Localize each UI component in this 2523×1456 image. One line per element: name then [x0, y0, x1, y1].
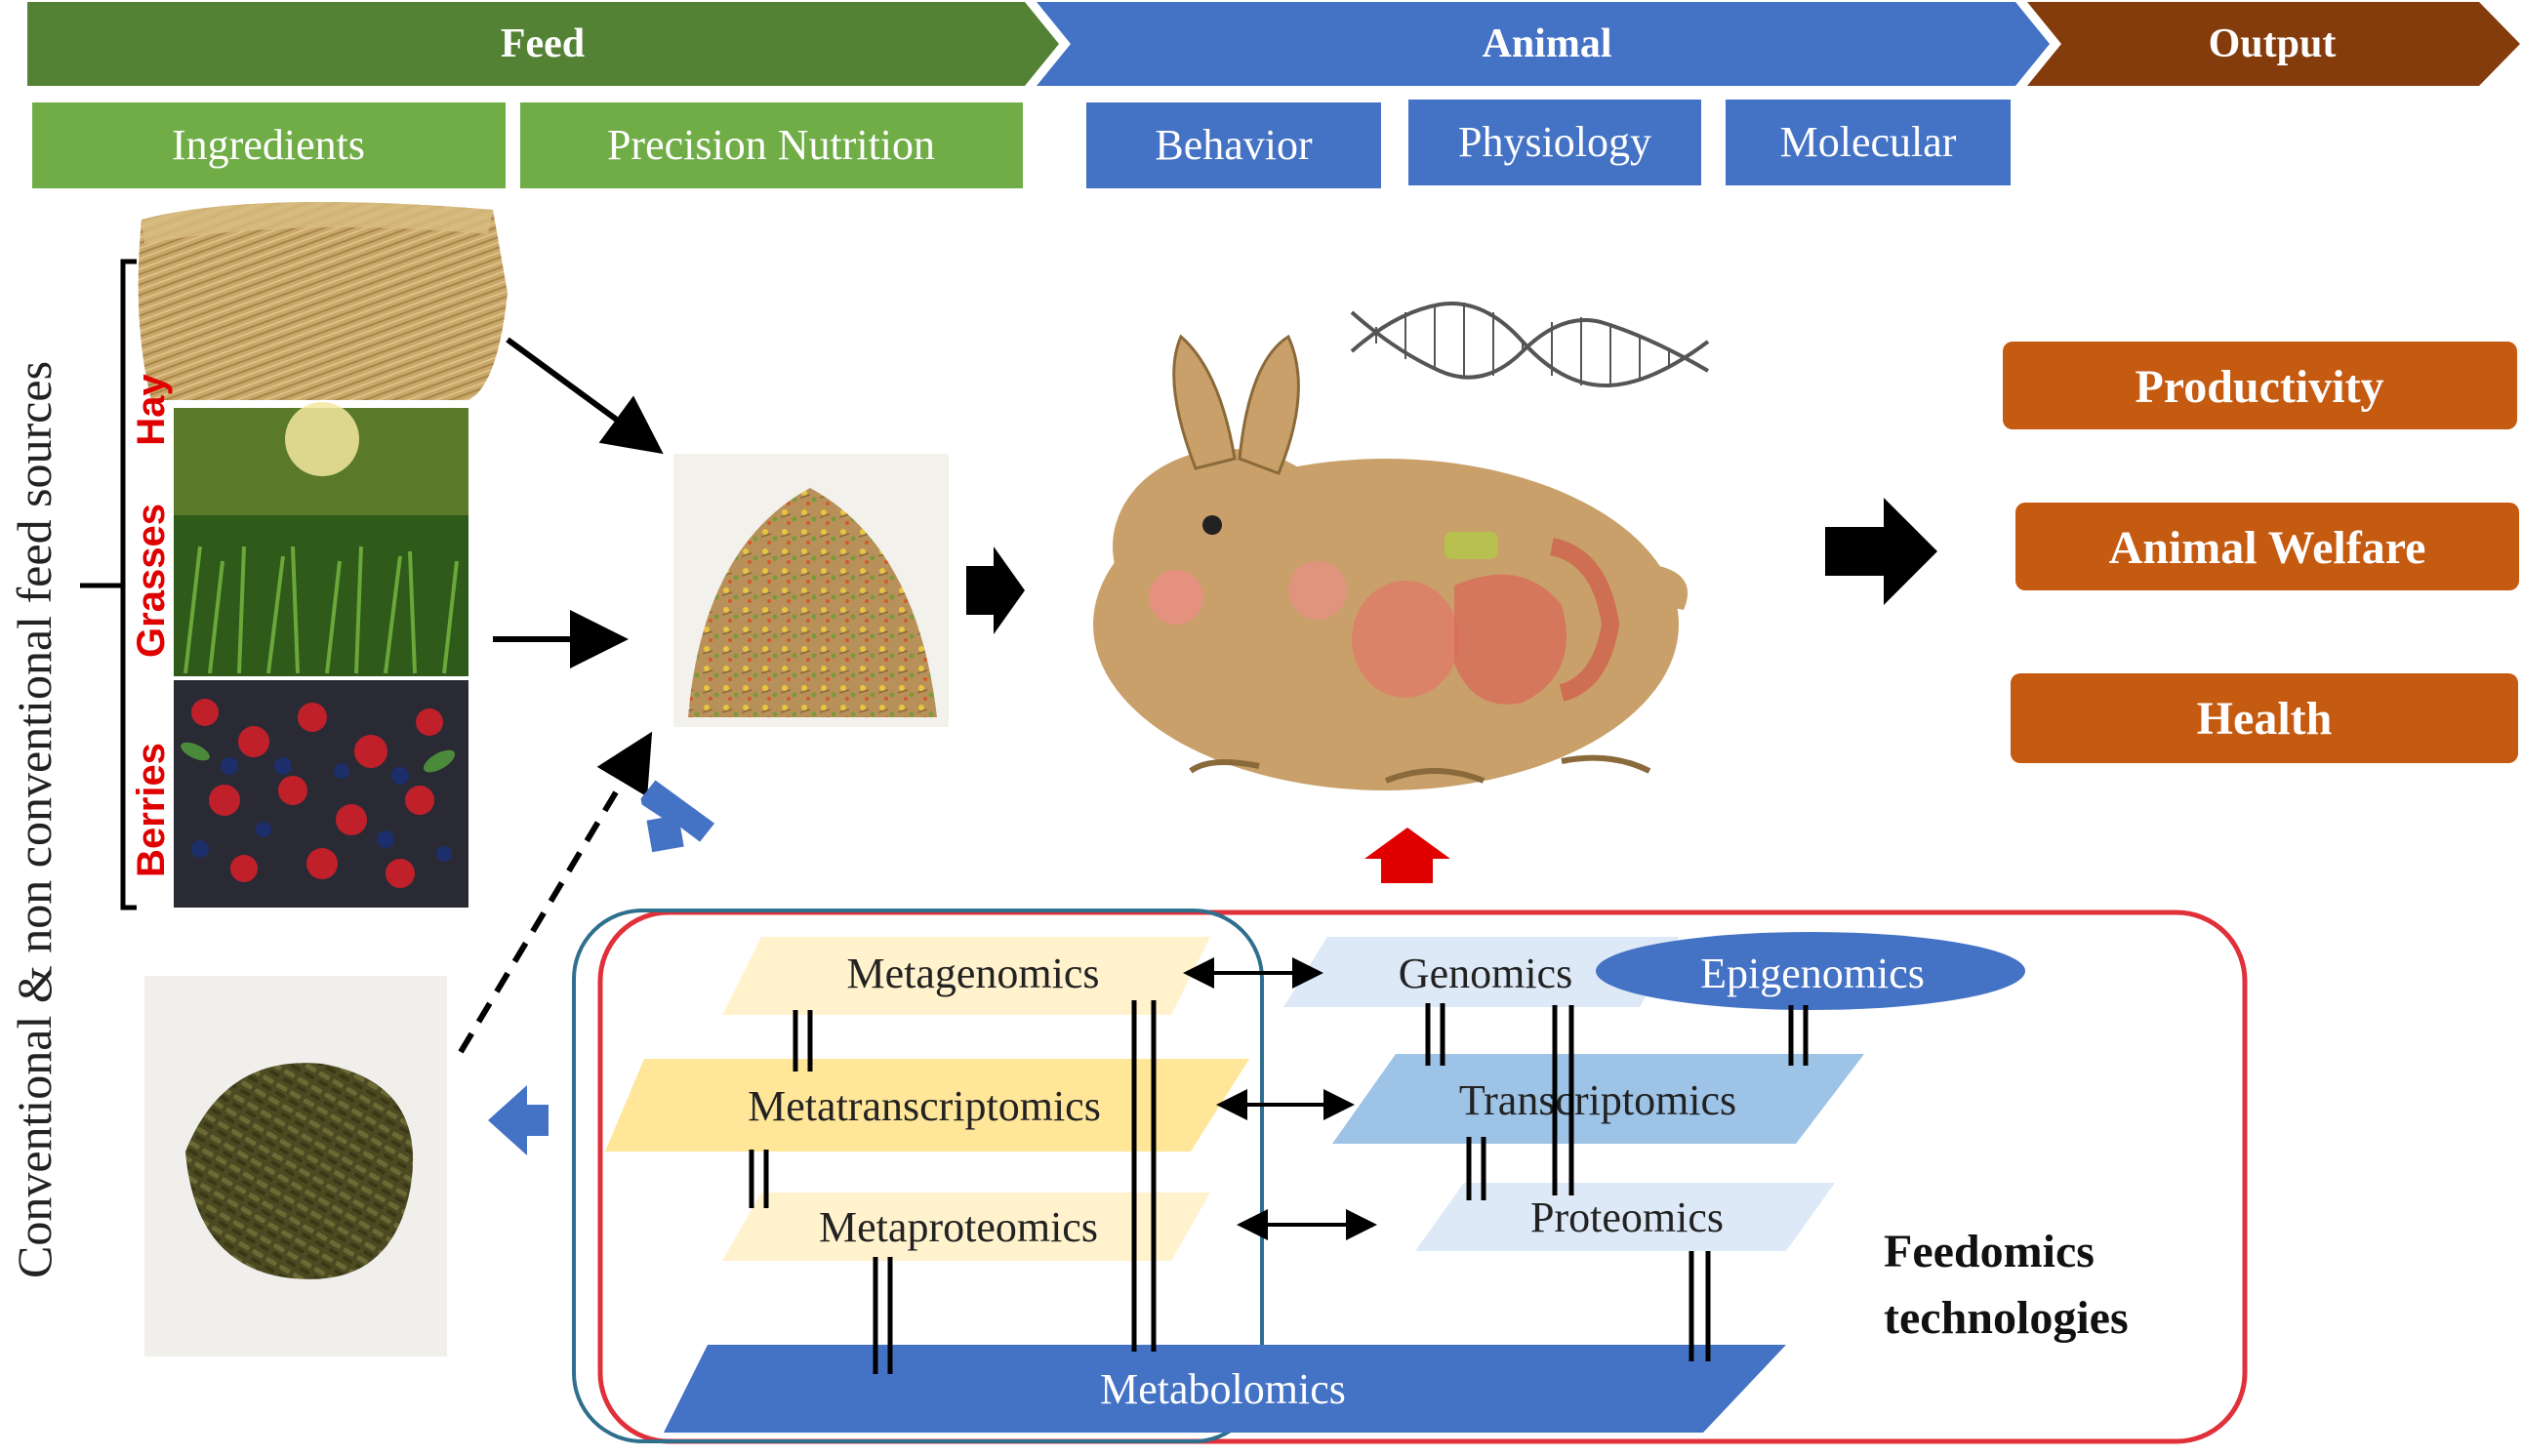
hay-label: Hay: [130, 374, 173, 446]
subheader-ingredients-box: [32, 102, 506, 188]
rabbit-to-output-arrow-icon: [1825, 498, 1937, 605]
subheader-molecular-box: [1726, 100, 2011, 185]
subheader-behavior: Behavior: [1155, 121, 1313, 169]
genomics-shape: [1283, 937, 1679, 1007]
feedomics-panel-border: [597, 910, 2248, 1444]
metatranscriptomics-shape: [605, 1059, 1249, 1152]
header-output-label: Output: [2209, 21, 2337, 66]
berries-image: [174, 680, 468, 908]
subheader-precision-nutrition: Precision Nutrition: [607, 121, 935, 169]
metatranscriptomics-label: Metatranscriptomics: [748, 1082, 1101, 1130]
metabolomics-label: Metabolomics: [1100, 1365, 1346, 1413]
feedomics-title-line1: Feedomics: [1884, 1226, 2095, 1277]
epigenomics-shape: [1596, 932, 2025, 1010]
subheader-physiology-box: [1408, 100, 1701, 185]
pellets-image: [144, 976, 447, 1356]
metaproteomics-shape: [722, 1193, 1210, 1261]
feed-sources-side-label: Conventional & non conventional feed sou…: [7, 361, 61, 1278]
feedomics-title-line2: technologies: [1884, 1292, 2129, 1344]
mix-to-rabbit-arrow-icon: [966, 546, 1025, 634]
blue-arrow-up-icon: [640, 780, 715, 853]
output-health: Health: [2197, 693, 2333, 745]
subheader-physiology: Physiology: [1458, 118, 1651, 166]
rabbit-illustration: [1093, 334, 1689, 790]
header-feed-label: Feed: [501, 21, 585, 66]
header-animal-chevron: [1037, 2, 2050, 86]
hay-to-mix-arrow: [506, 337, 664, 455]
metaproteomics-label: Metaproteomics: [819, 1203, 1098, 1251]
blue-arrow-left-icon: [488, 1085, 549, 1155]
red-up-arrow-icon: [1364, 828, 1450, 883]
transcriptomics-label: Transcriptomics: [1459, 1076, 1736, 1124]
output-productivity: Productivity: [2135, 361, 2383, 413]
header-feed-chevron: [27, 2, 1059, 86]
subheader-precision-box: [520, 102, 1023, 188]
subheader-behavior-box: [1086, 102, 1381, 188]
output-productivity-box: [2003, 342, 2517, 429]
metagenomics-label: Metagenomics: [846, 950, 1099, 997]
proteomics-label: Proteomics: [1530, 1193, 1724, 1241]
feed-sources-bracket: [80, 259, 137, 910]
meta-omics-panel-border: [572, 909, 1264, 1443]
genomics-label: Genomics: [1399, 950, 1572, 997]
output-animal-welfare: Animal Welfare: [2109, 522, 2426, 574]
dna-helix-icon: [1350, 302, 1710, 388]
output-welfare-box: [2015, 503, 2519, 590]
header-animal-label: Animal: [1482, 21, 1611, 66]
transcriptomics-shape: [1332, 1054, 1864, 1144]
pellets-to-mix-dashed-arrow: [458, 731, 653, 1054]
metagenomics-shape: [722, 937, 1210, 1015]
berries-label: Berries: [130, 743, 173, 877]
feed-mixture-image: [673, 454, 949, 727]
epigenomics-label: Epigenomics: [1700, 950, 1925, 997]
subheader-ingredients: Ingredients: [172, 121, 365, 169]
proteomics-shape: [1415, 1183, 1835, 1251]
grasses-label: Grasses: [130, 504, 173, 658]
omics-connector-lines: [749, 1000, 1809, 1374]
grass-image: [174, 402, 468, 676]
output-health-box: [2011, 673, 2518, 763]
header-output-chevron: [2027, 2, 2520, 86]
subheader-molecular: Molecular: [1780, 118, 1957, 166]
metabolomics-shape: [664, 1345, 1786, 1433]
hay-image: [138, 202, 508, 400]
